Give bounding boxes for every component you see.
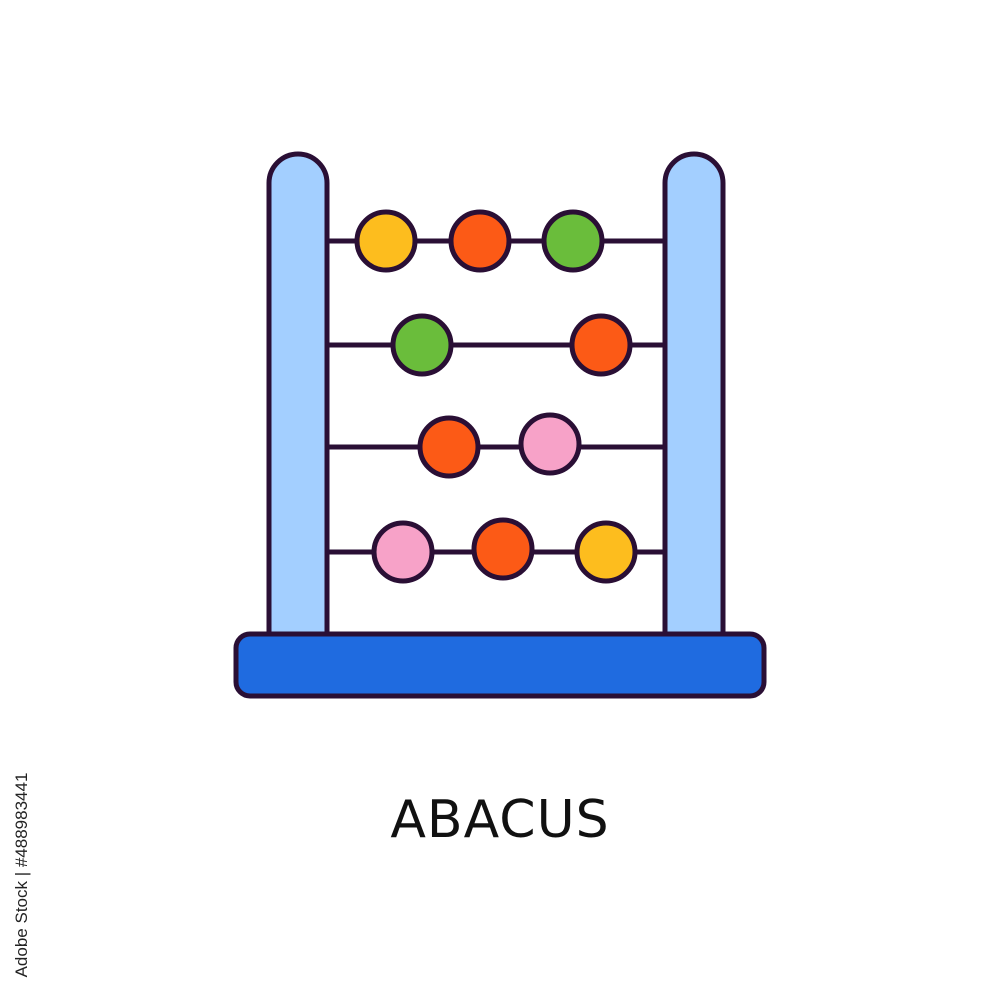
abacus-bead bbox=[541, 209, 605, 273]
abacus-bead bbox=[371, 520, 435, 584]
abacus-left-post bbox=[266, 151, 330, 639]
caption-label: ABACUS bbox=[390, 790, 610, 850]
abacus-bead bbox=[448, 209, 512, 273]
abacus-rods bbox=[325, 238, 667, 555]
abacus-bead bbox=[574, 520, 638, 584]
abacus-bead bbox=[518, 412, 582, 476]
stock-id-text: Adobe Stock | #488983441 bbox=[12, 772, 31, 978]
abacus-bead bbox=[569, 313, 633, 377]
abacus-bead bbox=[471, 517, 535, 581]
stock-id-watermark: Adobe Stock | #488983441 bbox=[10, 760, 34, 990]
abacus-bead bbox=[417, 415, 481, 479]
abacus-bead bbox=[354, 209, 418, 273]
abacus-right-post bbox=[662, 151, 726, 639]
abacus-beads bbox=[354, 209, 638, 584]
abacus-base bbox=[233, 631, 767, 699]
abacus-bead bbox=[390, 313, 454, 377]
